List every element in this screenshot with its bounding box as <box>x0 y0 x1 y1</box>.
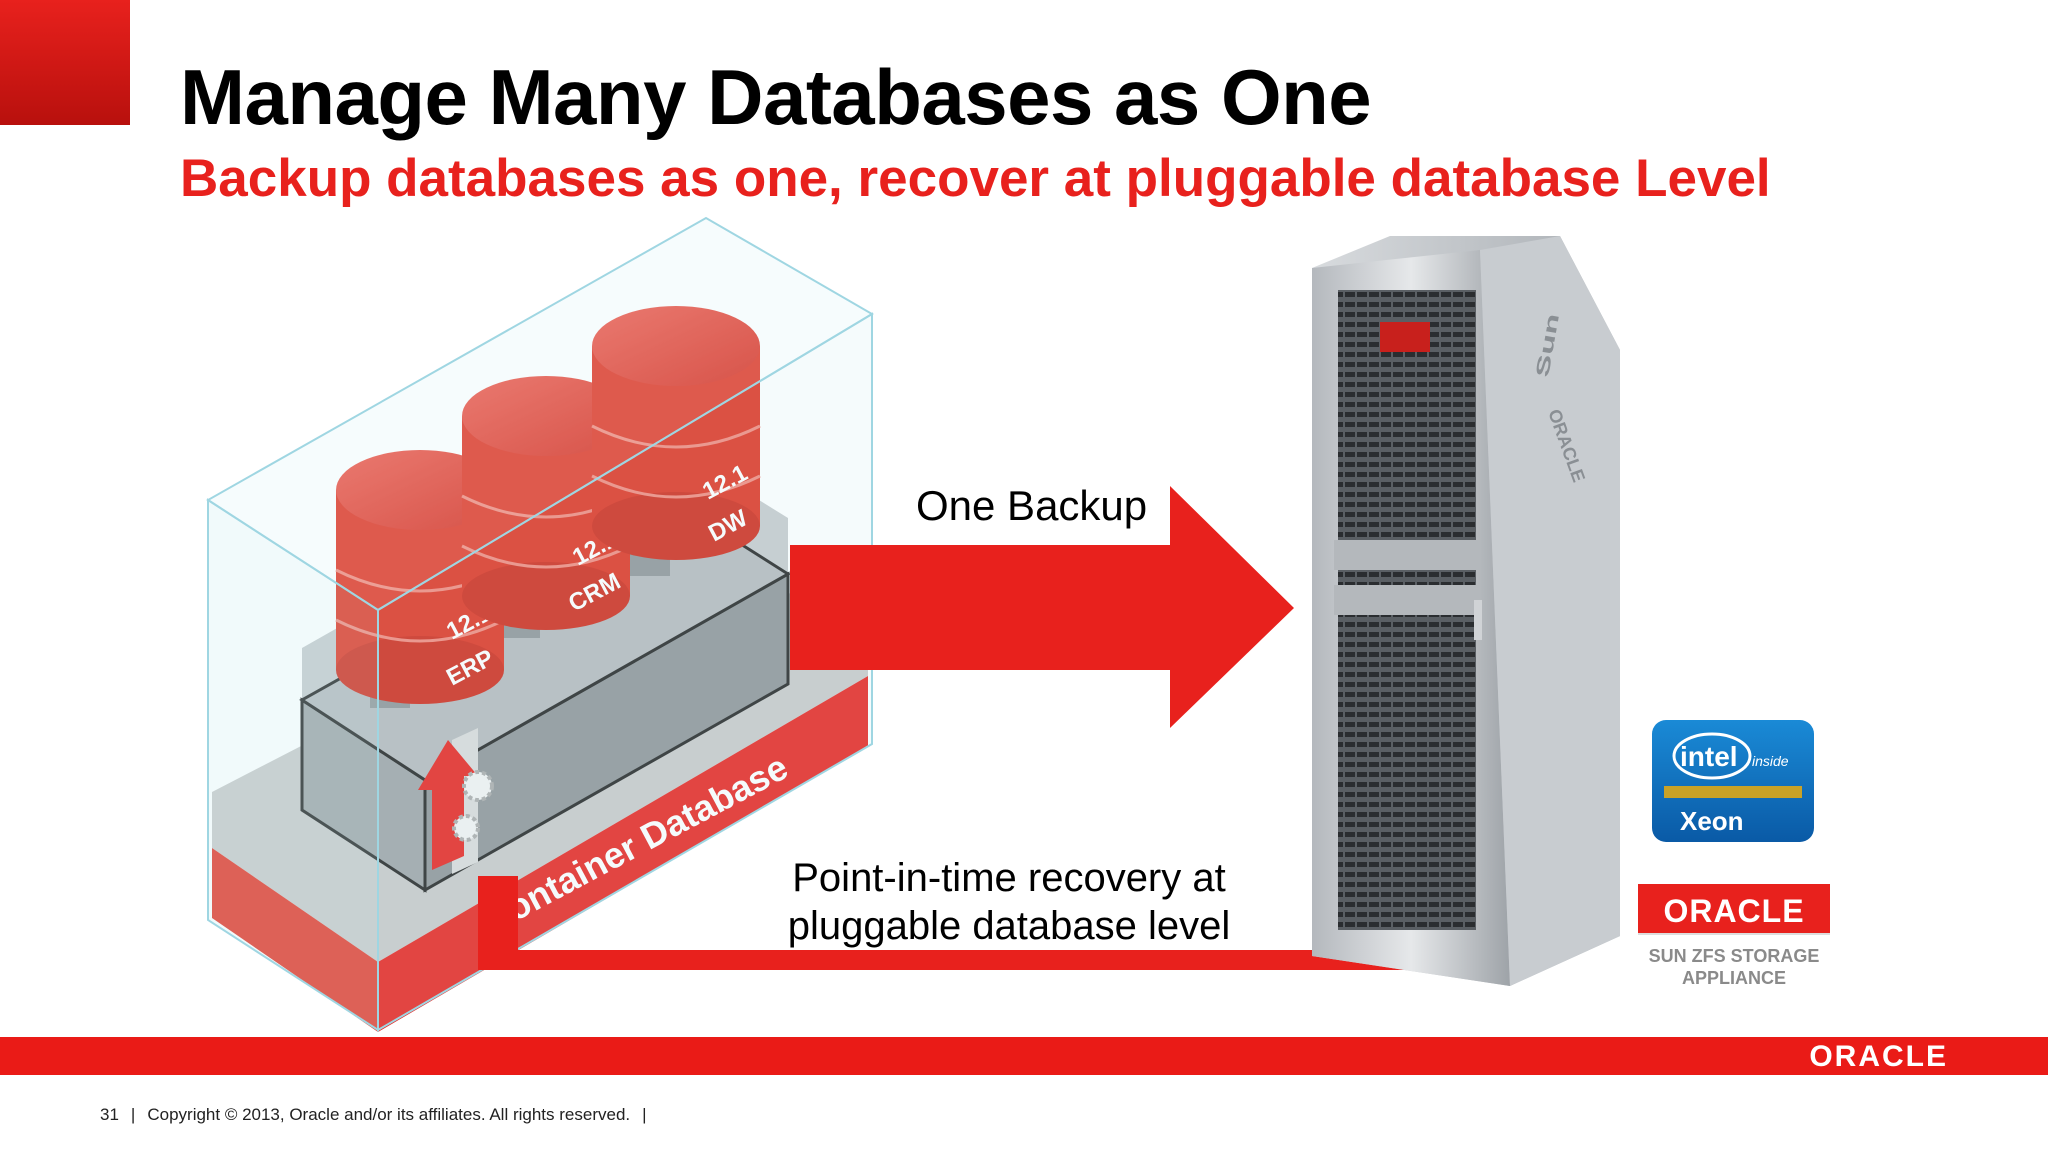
intel-badge-bg <box>1652 720 1814 842</box>
glass-top <box>206 216 874 612</box>
cylinder-band <box>591 474 761 499</box>
appliance-line2: APPLIANCE <box>1682 968 1786 988</box>
backup-arrow <box>790 486 1294 728</box>
intel-inside-text: inside <box>1752 753 1789 769</box>
oracle-appliance-badge: ORACLE SUN ZFS STORAGE APPLIANCE <box>1638 884 1830 988</box>
cylinder-top <box>592 306 760 386</box>
base-left-face <box>212 848 378 1032</box>
footer-logo-text: ORACLE <box>1809 1040 1948 1073</box>
rack-drive-bay <box>1334 585 1480 615</box>
intel-gold-stripe <box>1664 786 1802 798</box>
footer-separator: | <box>642 1105 647 1124</box>
oracle-logo-text: ORACLE <box>1663 893 1804 929</box>
recovery-line-riser <box>478 876 518 970</box>
page-number: 31 <box>100 1105 119 1124</box>
storage-rack: Sun ORACLE <box>1312 236 1620 986</box>
cylinder-band <box>591 424 761 449</box>
intel-xeon-badge: intel inside Xeon <box>1652 720 1814 842</box>
glass-container-box <box>206 216 874 1032</box>
cylinder-top <box>462 376 630 456</box>
cylinder-band <box>461 544 631 569</box>
database-cylinders: 12.1 ERP 12.1 CRM 12.1 DW <box>335 306 761 708</box>
cylinder-bottom <box>462 562 630 630</box>
footer-info: 31 | Copyright © 2013, Oracle and/or its a… <box>100 1105 659 1125</box>
gear-small-icon <box>452 814 480 842</box>
rack-drive-bay <box>1334 540 1480 570</box>
appliance-line1: SUN ZFS STORAGE <box>1649 946 1820 966</box>
db-cylinder-dw: 12.1 DW <box>591 306 761 560</box>
rack-handle <box>1474 600 1482 640</box>
page-title: Manage Many Databases as One <box>180 53 1372 141</box>
one-backup-label: One Backup <box>916 482 1148 529</box>
footer-separator: | <box>130 1105 136 1124</box>
cylinder-bottom <box>592 492 760 560</box>
oracle-logo-bg <box>1638 884 1830 934</box>
recovery-label: Point-in-time recovery at pluggable data… <box>787 856 1231 948</box>
rack-badge <box>1380 322 1430 352</box>
intel-xeon-text: Xeon <box>1680 806 1744 836</box>
page-subtitle: Backup databases as one, recover at plug… <box>180 149 1771 208</box>
intel-logo-text: intel <box>1680 741 1738 772</box>
rack-side <box>1480 236 1620 986</box>
cylinder-band <box>335 618 505 643</box>
corner-accent-block <box>0 0 130 125</box>
intel-swirl <box>1672 732 1752 780</box>
footer-bar <box>0 1037 2048 1075</box>
recovery-line <box>478 950 1430 970</box>
footer-oracle-logo: ORACLE <box>1809 1040 1948 1074</box>
gear-icon <box>462 770 494 802</box>
copyright-text: Copyright © 2013, Oracle and/or its affi… <box>147 1105 631 1124</box>
